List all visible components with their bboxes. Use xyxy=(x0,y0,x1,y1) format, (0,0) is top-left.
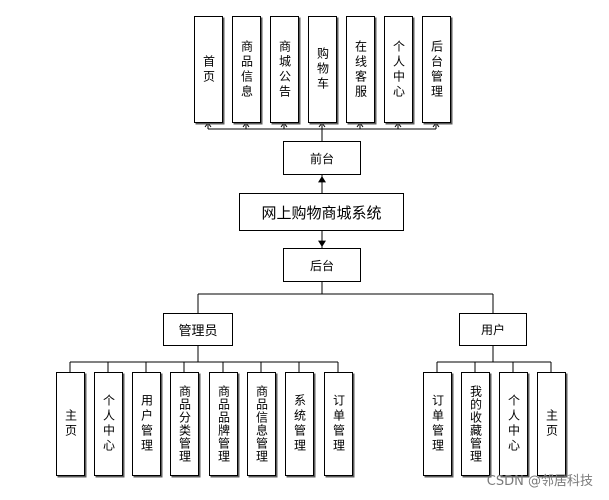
module-label: 首页 xyxy=(201,54,216,85)
chevron-up-icon xyxy=(318,122,326,128)
admin-node: 管理员 xyxy=(163,313,233,346)
user-node: 用户 xyxy=(459,313,527,346)
module-label: 订单管理 xyxy=(430,394,445,454)
module-label: 个人中心 xyxy=(506,394,521,454)
user-module-order-management: 订单管理 xyxy=(423,372,452,476)
module-label: 个人中心 xyxy=(391,39,406,100)
front-module-product-info: 商品信息 xyxy=(232,16,261,123)
admin-module-personal-center: 个人中心 xyxy=(94,372,123,476)
user-module-personal-center: 个人中心 xyxy=(499,372,528,476)
front-module-announcement: 商城公告 xyxy=(270,16,299,123)
chevron-up-icon xyxy=(204,122,212,128)
user-node-label: 用户 xyxy=(480,323,505,337)
chevron-up-icon xyxy=(432,122,440,128)
admin-module-system-management: 系统管理 xyxy=(285,372,314,476)
admin-module-order-management: 订单管理 xyxy=(324,372,353,476)
user-module-favorites-management: 我的收藏管理 xyxy=(461,372,490,476)
module-label: 后台管理 xyxy=(429,39,444,100)
module-label: 在线客服 xyxy=(353,39,368,100)
arrow-down-icon xyxy=(318,240,326,247)
module-label: 商品信息 xyxy=(239,39,254,100)
module-label: 商品品牌管理 xyxy=(216,385,231,463)
user-module-home: 主页 xyxy=(537,372,566,476)
front-module-home: 首页 xyxy=(194,16,223,123)
admin-module-brand-management: 商品品牌管理 xyxy=(209,372,238,476)
back-node-label: 后台 xyxy=(309,258,334,273)
admin-module-category-management: 商品分类管理 xyxy=(170,372,199,476)
front-module-cart: 购物车 xyxy=(308,16,337,123)
chevron-up-icon xyxy=(394,122,402,128)
module-label: 购物车 xyxy=(315,47,330,92)
arrow-up-icon xyxy=(318,176,326,183)
front-node: 前台 xyxy=(283,141,361,175)
module-label: 我的收藏管理 xyxy=(468,385,483,463)
admin-node-label: 管理员 xyxy=(178,324,218,339)
module-label: 商城公告 xyxy=(277,39,292,100)
chevron-up-icon xyxy=(356,122,364,128)
chevron-up-icon xyxy=(242,122,250,128)
module-label: 系统管理 xyxy=(292,394,307,454)
admin-module-user-management: 用户管理 xyxy=(132,372,161,476)
front-module-backend: 后台管理 xyxy=(422,16,451,123)
module-label: 主页 xyxy=(63,409,78,439)
module-label: 商品信息管理 xyxy=(254,385,269,463)
admin-module-home: 主页 xyxy=(56,372,85,476)
back-node: 后台 xyxy=(283,248,361,282)
system-title: 网上购物商城系统 xyxy=(261,203,382,222)
module-label: 个人中心 xyxy=(101,394,116,454)
module-label: 主页 xyxy=(544,409,559,439)
admin-module-product-info-management: 商品信息管理 xyxy=(247,372,276,476)
front-module-personal-center: 个人中心 xyxy=(384,16,413,123)
module-label: 用户管理 xyxy=(139,394,154,454)
chevron-up-icon xyxy=(280,122,288,128)
system-title-box: 网上购物商城系统 xyxy=(239,193,404,231)
module-label: 订单管理 xyxy=(331,394,346,454)
front-node-label: 前台 xyxy=(309,151,334,166)
front-module-online-service: 在线客服 xyxy=(346,16,375,123)
watermark: CSDN @邻居科技 xyxy=(486,474,593,489)
module-label: 商品分类管理 xyxy=(177,385,192,463)
